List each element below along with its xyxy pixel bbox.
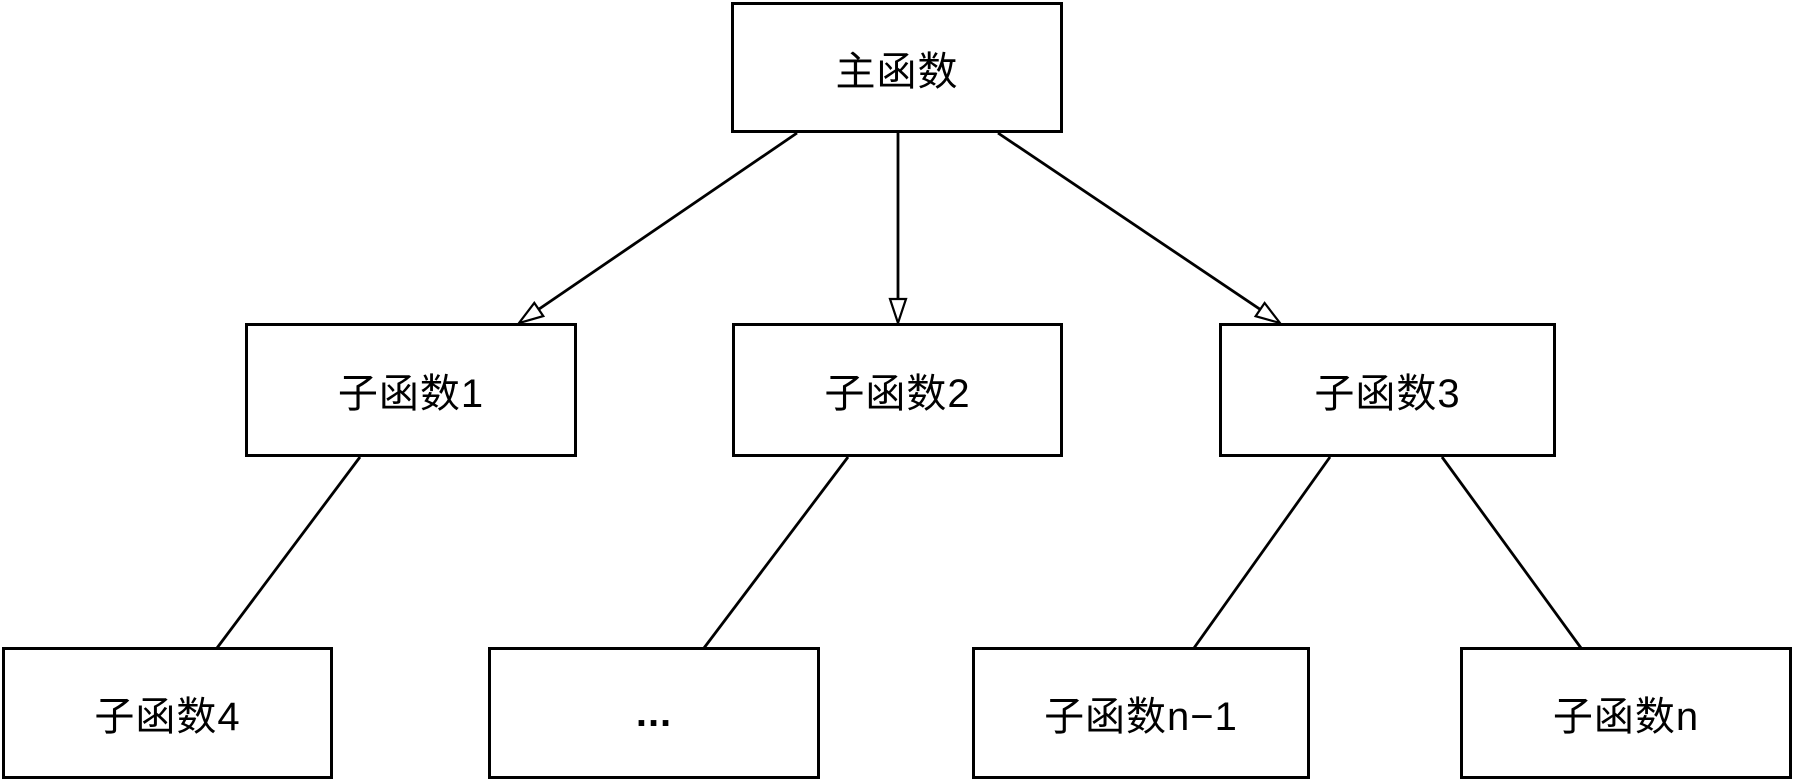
edge-sub2-ellipsis [702,456,850,649]
edge-main-sub1 [516,131,798,325]
node-sub-function-3: 子函数3 [1219,323,1556,457]
node-ellipsis: ... [488,647,820,779]
node-main-function: 主函数 [731,2,1063,133]
edge-sub3-subn1 [1192,456,1332,649]
edge-sub1-sub4 [215,456,362,649]
node-sub-function-n-minus-1-label: 子函数n−1 [1044,695,1238,739]
edge-main-sub2 [888,133,908,327]
node-sub-function-1: 子函数1 [245,323,577,457]
node-sub-function-4-label: 子函数4 [94,695,241,739]
node-sub-function-2: 子函数2 [732,323,1063,457]
node-ellipsis-label: ... [635,690,673,735]
open-arrowhead-icon [1253,301,1283,325]
node-sub-function-n-minus-1: 子函数n−1 [972,647,1310,779]
node-sub-function-2-label: 子函数2 [824,372,971,416]
open-arrowhead-icon [516,301,546,325]
node-sub-function-1-label: 子函数1 [337,372,485,416]
node-sub-function-n: 子函数n [1460,647,1792,779]
open-arrowhead-icon [888,297,908,327]
edge-sub3-subn [1440,456,1583,649]
node-sub-function-n-label: 子函数n [1552,695,1700,739]
node-sub-function-3-label: 子函数3 [1314,372,1461,416]
node-main-function-label: 主函数 [835,49,959,94]
node-sub-function-4: 子函数4 [2,647,333,779]
edge-main-sub3 [997,131,1283,325]
